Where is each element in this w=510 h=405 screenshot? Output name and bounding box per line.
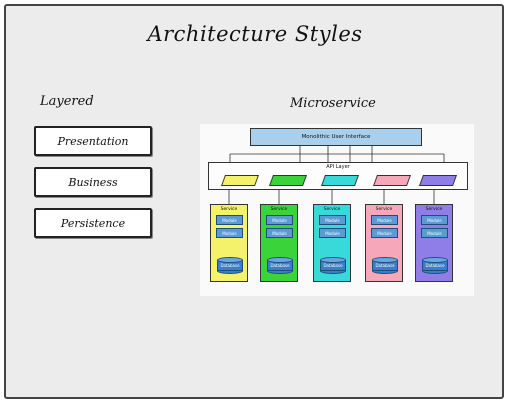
service-cyan: Service Module Module Database bbox=[313, 204, 351, 282]
module-label: Module bbox=[377, 217, 392, 223]
microservice-heading: Microservice bbox=[290, 96, 376, 111]
module-box: Module bbox=[266, 215, 293, 225]
service-label: Service bbox=[375, 207, 393, 212]
service-label: Service bbox=[220, 207, 238, 212]
database-label: Database bbox=[375, 263, 395, 268]
module-box: Module bbox=[371, 228, 398, 238]
layer-presentation: Presentation bbox=[34, 126, 152, 156]
module-label: Module bbox=[427, 217, 442, 223]
api-endpoint-green bbox=[268, 175, 308, 186]
api-layer-label: API Layer bbox=[326, 164, 350, 170]
service-label: Service bbox=[425, 207, 443, 212]
module-box: Module bbox=[266, 228, 293, 238]
module-box: Module bbox=[371, 215, 398, 225]
module-label: Module bbox=[222, 230, 237, 236]
database-icon: Database bbox=[422, 257, 448, 274]
api-endpoint-cyan bbox=[320, 175, 360, 186]
service-purple: Service Module Module Database bbox=[415, 204, 453, 282]
module-box: Module bbox=[319, 228, 346, 238]
module-box: Module bbox=[216, 215, 243, 225]
module-label: Module bbox=[222, 217, 237, 223]
database-icon: Database bbox=[372, 257, 398, 274]
microservice-diagram: Monolithic User Interface API Layer Serv… bbox=[200, 124, 474, 296]
service-green: Service Module Module Database bbox=[260, 204, 298, 282]
monolithic-ui-box: Monolithic User Interface bbox=[250, 128, 422, 146]
api-endpoint-yellow bbox=[220, 175, 260, 186]
service-pink: Service Module Module Database bbox=[365, 204, 403, 282]
module-box: Module bbox=[216, 228, 243, 238]
database-icon: Database bbox=[217, 257, 243, 274]
page-title: Architecture Styles bbox=[147, 22, 363, 46]
monolithic-ui-label: Monolithic User Interface bbox=[301, 134, 371, 140]
service-label: Service bbox=[270, 207, 288, 212]
database-label: Database bbox=[270, 263, 290, 268]
layer-persistence-label: Persistence bbox=[60, 216, 126, 230]
module-label: Module bbox=[272, 230, 287, 236]
module-label: Module bbox=[272, 217, 287, 223]
api-endpoint-purple bbox=[418, 175, 458, 186]
layer-presentation-label: Presentation bbox=[57, 134, 129, 148]
module-label: Module bbox=[325, 230, 340, 236]
database-icon: Database bbox=[320, 257, 346, 274]
api-endpoint-pink bbox=[372, 175, 412, 186]
database-icon: Database bbox=[267, 257, 293, 274]
module-box: Module bbox=[421, 228, 448, 238]
module-box: Module bbox=[319, 215, 346, 225]
database-label: Database bbox=[425, 263, 445, 268]
connector-lines bbox=[228, 146, 445, 204]
service-label: Service bbox=[323, 207, 341, 212]
module-label: Module bbox=[325, 217, 340, 223]
layer-business: Business bbox=[34, 167, 152, 197]
database-label: Database bbox=[323, 263, 343, 268]
module-label: Module bbox=[427, 230, 442, 236]
service-yellow: Service Module Module Database bbox=[210, 204, 248, 282]
module-label: Module bbox=[377, 230, 392, 236]
layered-heading: Layered bbox=[40, 94, 94, 109]
module-box: Module bbox=[421, 215, 448, 225]
layer-business-label: Business bbox=[68, 175, 118, 189]
database-label: Database bbox=[220, 263, 240, 268]
layer-persistence: Persistence bbox=[34, 208, 152, 238]
api-layer-box: API Layer bbox=[208, 162, 468, 190]
